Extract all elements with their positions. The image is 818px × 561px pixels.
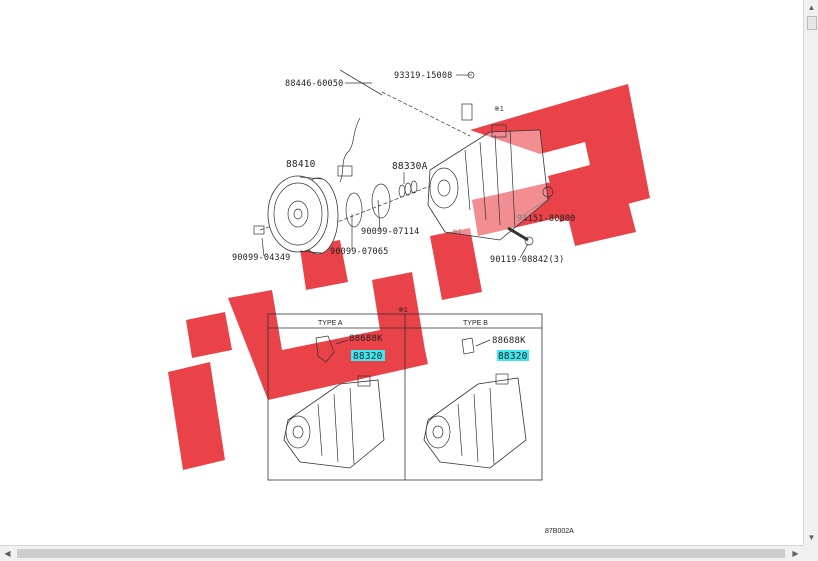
wire-connector (337, 165, 353, 177)
part-label-90099-04349[interactable]: 90099-04349 (232, 253, 291, 263)
leader-lines (259, 74, 551, 259)
part-label-94151[interactable]: 94151-80800 (517, 214, 576, 224)
scrollbar-corner (803, 545, 818, 561)
horizontal-scroll-thumb[interactable] (17, 549, 785, 558)
clutch-pulley (267, 175, 339, 255)
part-label-88330a[interactable]: 88330A (392, 161, 428, 172)
type-a-heading: TYPE A (318, 320, 343, 327)
scroll-left-icon[interactable]: ◀ (4, 549, 11, 558)
part-label-90099-07065[interactable]: 90099-07065 (330, 247, 389, 257)
scroll-down-icon[interactable]: ▼ (807, 533, 816, 542)
type-table (267, 313, 543, 481)
note-mark-2: ※1 (452, 229, 462, 236)
wire-harness (339, 117, 361, 183)
scroll-up-icon[interactable]: ▲ (807, 3, 816, 12)
type-b-highlight (497, 350, 529, 361)
vertical-scroll-thumb[interactable] (807, 16, 817, 30)
type-b-part-top[interactable]: 88688K (492, 336, 526, 346)
compressor-main (427, 103, 549, 241)
watermark-shape-right (560, 170, 636, 246)
snap-ring-90099-07114 (371, 183, 391, 219)
bolt-90119 (507, 226, 534, 246)
parts-diagram: 88446-60050 93319-15008 88410 88330A 941… (168, 69, 650, 535)
stud-bolt (339, 69, 383, 96)
type-a-part-top[interactable]: 88688K (349, 334, 383, 344)
type-b-heading: TYPE B (463, 320, 488, 327)
part-label-93319[interactable]: 93319-15008 (394, 71, 453, 81)
watermark-logo (168, 84, 650, 470)
type-a-highlight (351, 350, 385, 361)
watermark-shape-left (168, 312, 232, 470)
type-a-part-main[interactable]: 88320 (353, 351, 383, 362)
part-label-88410[interactable]: 88410 (286, 159, 316, 170)
type-b-part-main[interactable]: 88320 (498, 351, 528, 362)
snap-ring-90099-07065 (345, 192, 363, 228)
watermark-shape-mid (228, 272, 428, 400)
type-b-bracket (461, 337, 491, 355)
type-a-bracket (315, 335, 349, 363)
bolt-90099-04349 (253, 225, 265, 235)
part-label-88446[interactable]: 88446-60050 (285, 79, 344, 89)
nut-94151 (542, 186, 554, 198)
figure-code: 87B002A (545, 528, 574, 535)
type-b-compressor (423, 373, 527, 469)
part-label-90119[interactable]: 90119-08842(3) (490, 255, 564, 265)
part-label-90099-07114[interactable]: 90099-07114 (361, 227, 420, 237)
small-bolt (467, 71, 475, 79)
shims-88330a (398, 180, 418, 198)
note-mark-3: ※1 (398, 307, 408, 314)
scroll-right-icon[interactable]: ▶ (792, 549, 799, 558)
vertical-scrollbar[interactable]: ▲ ▼ (803, 0, 818, 545)
horizontal-scrollbar[interactable]: ◀ ▶ (0, 545, 803, 561)
type-a-compressor (283, 375, 385, 469)
diagram-viewport: 88446-60050 93319-15008 88410 88330A 941… (168, 69, 650, 535)
note-mark-1: ※1 (494, 106, 504, 113)
